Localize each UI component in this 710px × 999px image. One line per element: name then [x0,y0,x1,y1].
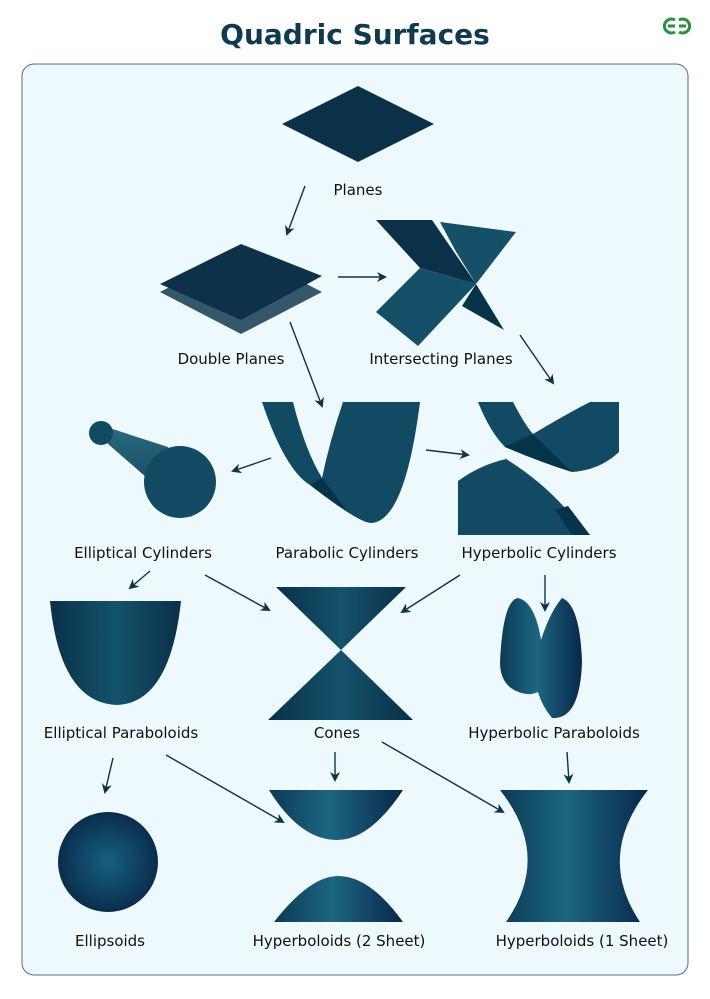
arrows [101,185,574,823]
hyperboloids-1-sheet-shape [500,790,648,922]
hyperbolic-paraboloids-shape [500,598,582,719]
label-hyperboloids-1-sheet: Hyperboloids (1 Sheet) [496,932,669,950]
arrow-icon [563,751,574,784]
label-hyperbolic-cylinders: Hyperbolic Cylinders [461,544,616,562]
arrow-icon [425,449,470,460]
arrow-icon [381,741,505,814]
arrow-icon [400,574,461,614]
label-double-planes: Double Planes [178,350,285,368]
arrow-icon [101,757,114,794]
gfg-logo [662,17,692,35]
arrow-icon [165,754,285,823]
elliptical-cylinders-shape [89,421,216,518]
arrow-icon [289,321,324,408]
label-elliptical-cylinders: Elliptical Cylinders [74,544,212,562]
planes-shape [282,86,434,162]
arrow-icon [128,570,151,590]
arrow-icon [231,457,272,474]
arrow-icon [519,334,555,385]
label-hyperboloids-2-sheet: Hyperboloids (2 Sheet) [253,932,426,950]
arrow-icon [285,185,306,236]
label-planes: Planes [334,181,383,199]
hyperboloids-2-sheet-shape [269,790,403,922]
label-elliptical-paraboloids: Elliptical Paraboloids [44,724,199,742]
label-intersecting-planes: Intersecting Planes [369,350,512,368]
ellipsoids-shape [58,812,158,912]
cones-shape [268,587,413,720]
arrow-icon [204,574,271,611]
label-parabolic-cylinders: Parabolic Cylinders [276,544,419,562]
intersecting-planes-shape [376,220,516,346]
label-cones: Cones [314,724,360,742]
label-ellipsoids: Ellipsoids [75,932,145,950]
page-title: Quadric Surfaces [220,18,490,51]
elliptical-paraboloids-shape [50,601,181,705]
parabolic-cylinders-shape [262,402,420,524]
label-hyperbolic-paraboloids: Hyperbolic Paraboloids [468,724,640,742]
hyperbolic-cylinders-shape [458,402,619,535]
double-planes-shape [160,244,322,334]
